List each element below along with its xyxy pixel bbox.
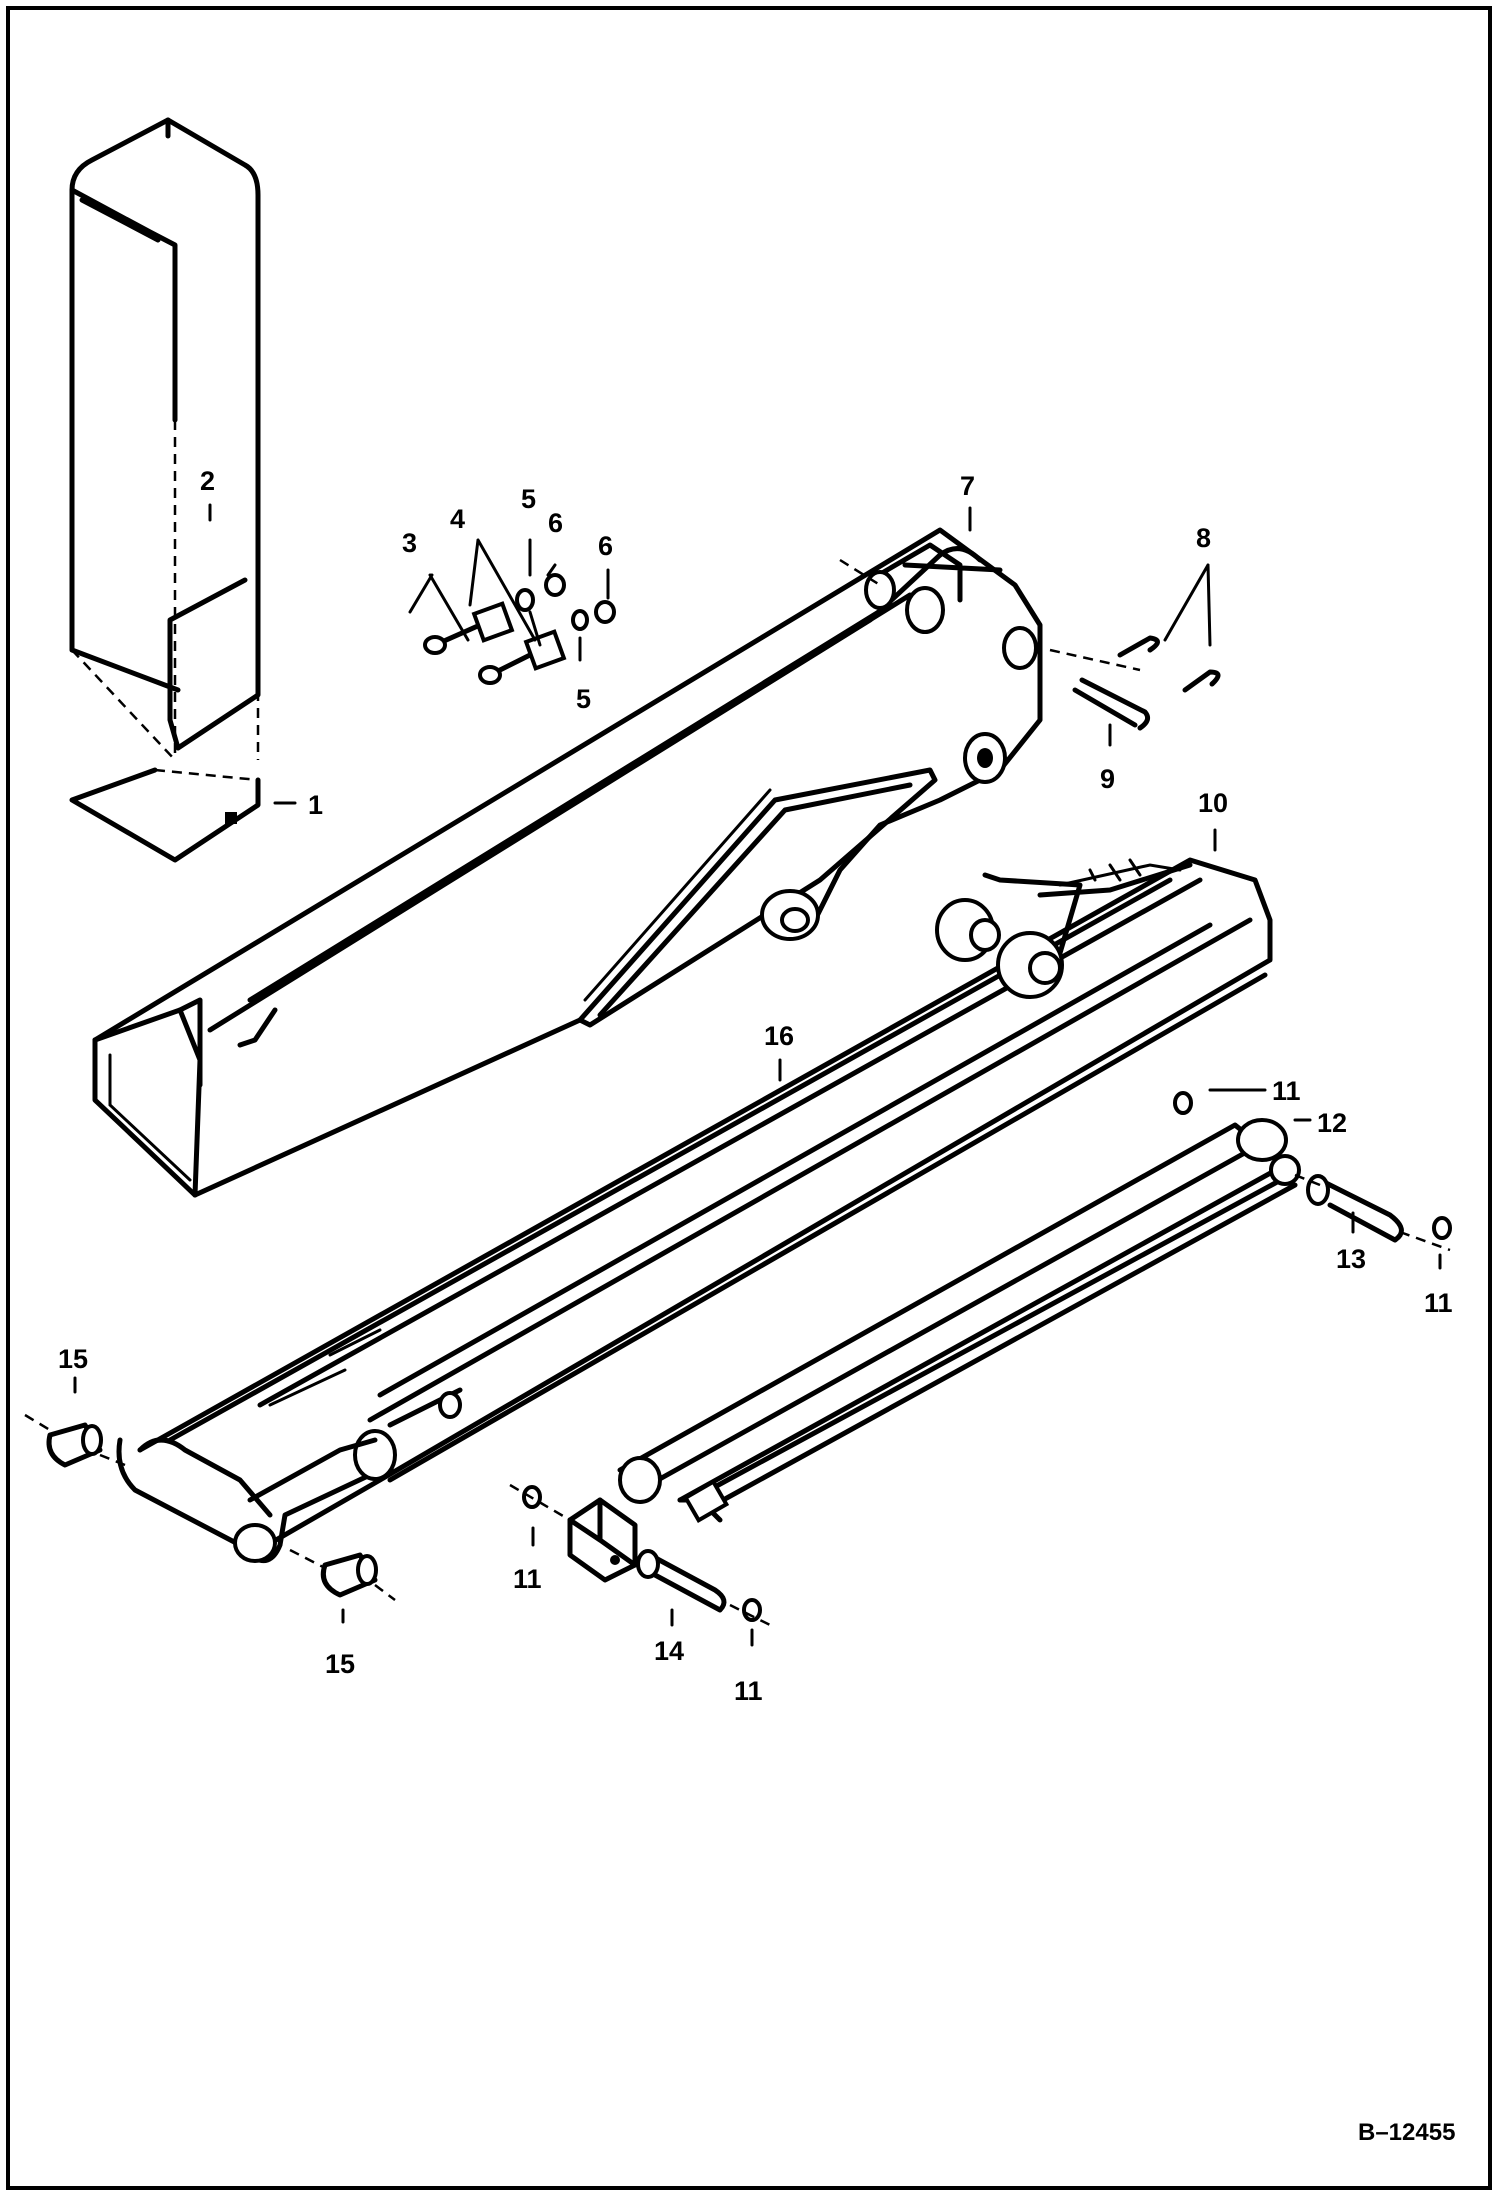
diagram-frame [6,6,1492,2190]
callout-10: 10 [1198,788,1228,818]
callout-6-right: 6 [598,531,613,561]
part-pin-set [1049,563,1221,731]
part-fasteners [408,538,616,685]
part-cylinder [567,1118,1301,1583]
leader-lines [73,503,1442,1647]
reference-code: B–12455 [1358,2119,1455,2146]
callout-4: 4 [450,504,465,534]
callout-6-left: 6 [548,508,563,538]
callout-14: 14 [654,1636,684,1666]
callout-9: 9 [1100,764,1115,794]
callout-5-lower: 5 [576,684,591,714]
callout-16: 16 [764,1021,794,1051]
callout-13: 13 [1336,1244,1366,1274]
part-arm [116,857,1273,1564]
callout-11-right: 11 [1424,1288,1453,1318]
callout-5-upper: 5 [521,484,536,514]
callout-labels: 2 1 3 4 5 5 6 6 7 8 9 10 11 11 11 11 12 … [58,466,1455,2146]
callout-11-left: 11 [513,1564,542,1594]
part-boom [92,527,1043,1198]
callout-11-top: 11 [1272,1076,1301,1106]
callout-15-upper: 15 [58,1344,88,1374]
callout-2: 2 [200,466,215,496]
part-cover [69,117,261,863]
callout-12: 12 [1317,1108,1347,1138]
callout-1: 1 [308,790,323,820]
callout-3: 3 [402,528,417,558]
callout-15-lower: 15 [325,1649,355,1679]
callout-11-bottom: 11 [734,1676,763,1706]
callout-7: 7 [960,471,975,501]
callout-8: 8 [1196,523,1211,553]
part-pins [24,1091,1452,1627]
